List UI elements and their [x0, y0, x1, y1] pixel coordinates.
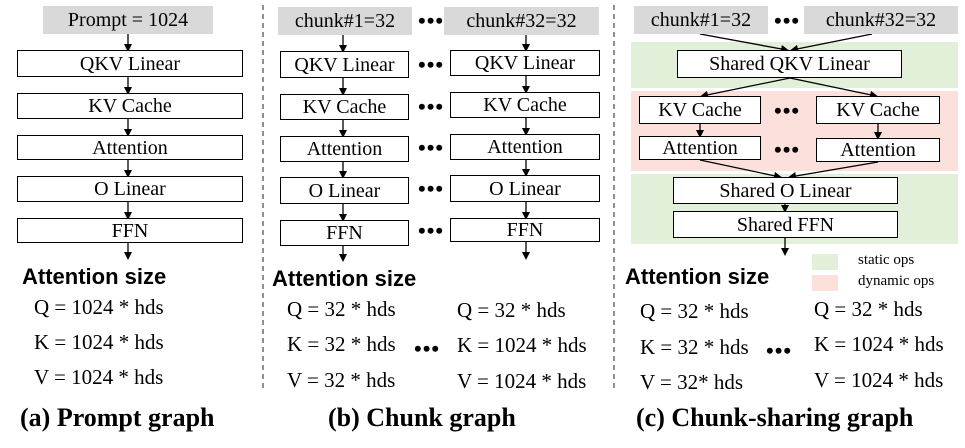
prompt-v-size: V = 1024 * hds	[34, 365, 164, 389]
chunk-ffn-ellipsis: •••	[418, 218, 445, 243]
shared-o-linear-box: Shared O Linear	[673, 177, 898, 204]
sharing-attention-ellipsis: •••	[774, 137, 801, 162]
sharing-first-input-box: chunk#1=32	[634, 6, 768, 34]
chunk-qkv-ellipsis: •••	[418, 52, 445, 77]
sharing-last-input-box: chunk#32=32	[804, 6, 958, 34]
chunk-kv-ellipsis: •••	[418, 94, 445, 119]
shared-ffn-box: Shared FFN	[673, 211, 898, 238]
sharing-first-attention-box: Attention	[639, 136, 761, 160]
sharing-input-ellipsis: •••	[774, 8, 801, 33]
chunk-input-ellipsis: •••	[418, 8, 445, 33]
chunk-last-k-size: K = 1024 * hds	[457, 333, 587, 357]
sharing-last-q-size: Q = 32 * hds	[814, 297, 923, 321]
sharing-last-k-size: K = 1024 * hds	[814, 332, 944, 356]
prompt-attention-box: Attention	[17, 135, 243, 160]
chunk-last-attention-box: Attention	[450, 134, 600, 160]
chunk-first-o-linear-box: O Linear	[280, 177, 409, 204]
prompt-graph-caption: (a) Prompt graph	[20, 403, 215, 432]
legend-dynamic-swatch	[812, 275, 838, 291]
legend-static-label: static ops	[858, 252, 915, 268]
chunk-last-kv-cache-box: KV Cache	[450, 92, 600, 118]
chunk-last-q-size: Q = 32 * hds	[457, 298, 566, 322]
chunk-attention-size-title: Attention size	[272, 266, 417, 291]
sharing-first-kv-cache-box: KV Cache	[639, 96, 761, 124]
sharing-attention-size-title: Attention size	[625, 264, 770, 289]
chunk-first-qkv-linear-box: QKV Linear	[280, 51, 409, 78]
chunk-last-v-size: V = 1024 * hds	[457, 369, 587, 393]
sharing-sizes-ellipsis: •••	[766, 338, 793, 363]
shared-qkv-linear-box: Shared QKV Linear	[677, 50, 902, 78]
prompt-ffn-box: FFN	[17, 218, 243, 243]
prompt-q-size: Q = 1024 * hds	[34, 295, 164, 319]
chunk-last-input-box: chunk#32=32	[444, 7, 599, 35]
sharing-graph-arrows	[696, 33, 882, 256]
sharing-first-k-size: K = 32 * hds	[640, 335, 749, 359]
prompt-qkv-linear-box: QKV Linear	[17, 50, 243, 77]
chunk-first-q-size: Q = 32 * hds	[287, 297, 396, 321]
sharing-graph-caption: (c) Chunk-sharing graph	[636, 403, 914, 432]
chunk-first-v-size: V = 32 * hds	[287, 368, 396, 392]
chunk-last-ffn-box: FFN	[450, 218, 600, 242]
prompt-attention-size-title: Attention size	[22, 264, 167, 289]
legend-static-swatch	[812, 254, 838, 270]
sharing-kv-ellipsis: •••	[774, 98, 801, 123]
sharing-first-q-size: Q = 32 * hds	[640, 299, 749, 323]
prompt-kv-cache-box: KV Cache	[17, 93, 243, 119]
sharing-first-v-size: V = 32* hds	[640, 370, 744, 394]
chunk-o-linear-ellipsis: •••	[418, 176, 445, 201]
prompt-input-box: Prompt = 1024	[43, 6, 213, 34]
chunk-first-kv-cache-box: KV Cache	[280, 94, 409, 120]
prompt-k-size: K = 1024 * hds	[34, 330, 164, 354]
sharing-last-attention-box: Attention	[816, 138, 940, 162]
chunk-first-attention-box: Attention	[280, 136, 409, 162]
chunk-sizes-ellipsis: •••	[414, 336, 441, 361]
legend-dynamic-label: dynamic ops	[858, 273, 935, 289]
sharing-last-kv-cache-box: KV Cache	[816, 96, 940, 124]
chunk-first-k-size: K = 32 * hds	[287, 332, 396, 356]
chunk-last-o-linear-box: O Linear	[450, 175, 600, 202]
sharing-last-v-size: V = 1024 * hds	[814, 368, 944, 392]
chunk-first-ffn-box: FFN	[280, 220, 409, 246]
chunk-graph-caption: (b) Chunk graph	[328, 403, 516, 432]
chunk-attention-ellipsis: •••	[418, 135, 445, 160]
prompt-o-linear-box: O Linear	[17, 176, 243, 202]
chunk-first-input-box: chunk#1=32	[278, 7, 412, 35]
chunk-last-qkv-linear-box: QKV Linear	[450, 50, 600, 76]
